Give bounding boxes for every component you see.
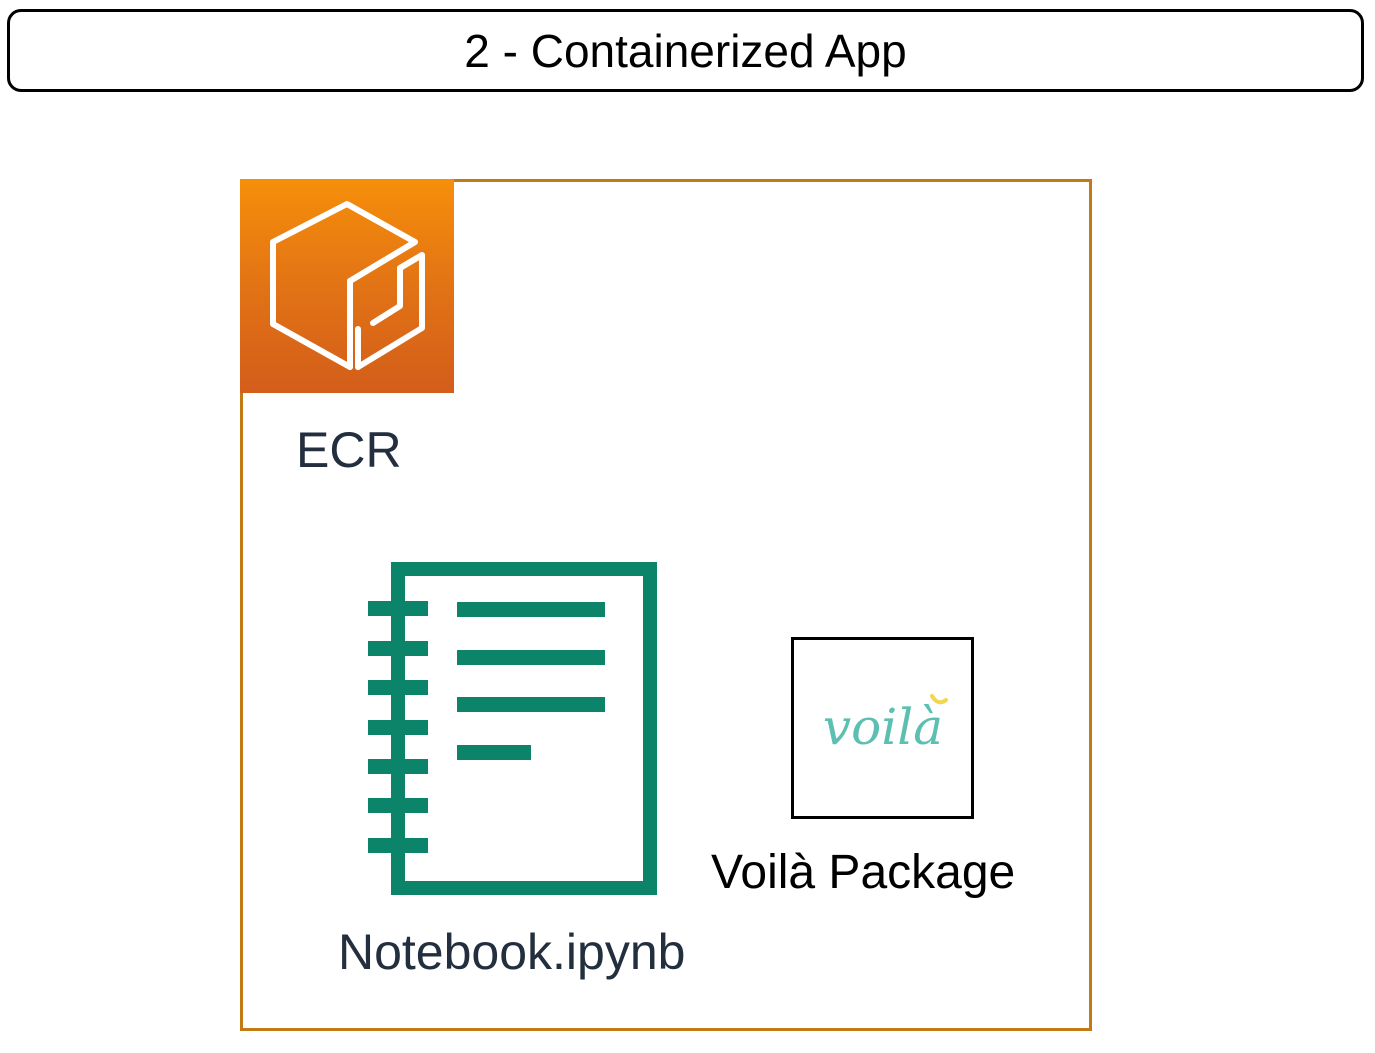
notebook-label: Notebook.ipynb	[338, 924, 686, 980]
voila-package-label: Voilà Package	[711, 846, 1016, 899]
voila-logo-text: voilà	[823, 698, 943, 756]
ecr-group-container	[240, 179, 1092, 1031]
diagram-title-bar: 2 - Containerized App	[7, 9, 1364, 92]
ecr-label: ECR	[296, 422, 402, 478]
diagram-title: 2 - Containerized App	[464, 24, 907, 77]
container-registry-icon	[240, 179, 454, 393]
notebook-icon	[365, 562, 661, 895]
voila-logo: voilà	[791, 637, 974, 819]
